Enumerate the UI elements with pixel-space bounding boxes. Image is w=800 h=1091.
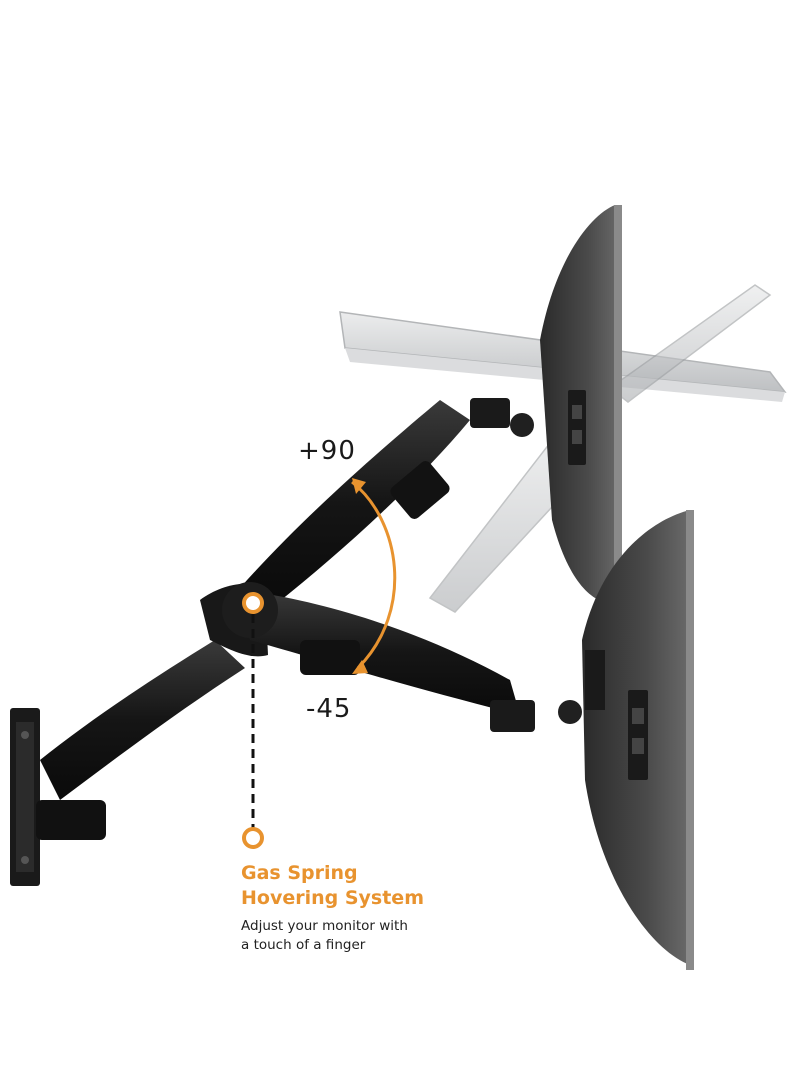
lower-swing-arm (240, 590, 582, 732)
caption-subtitle-line-2: a touch of a finger (241, 937, 366, 953)
upper-swing-arm-raised (240, 398, 534, 605)
caption-title-line-2: Hovering System (241, 887, 424, 909)
gas-spring-pointer (242, 592, 264, 849)
caption-title-line-1: Gas Spring (241, 862, 358, 884)
wall-plate (10, 708, 106, 886)
upper-monitor (540, 205, 622, 610)
feature-caption: Gas Spring Hovering System Adjust your m… (241, 861, 541, 955)
tilt-up-angle-label: +90 (298, 436, 356, 466)
caption-subtitle-line-1: Adjust your monitor with (241, 918, 408, 934)
lower-monitor (582, 510, 694, 970)
tilt-down-angle-label: -45 (306, 694, 352, 724)
rotation-arc-arrow (351, 478, 397, 674)
